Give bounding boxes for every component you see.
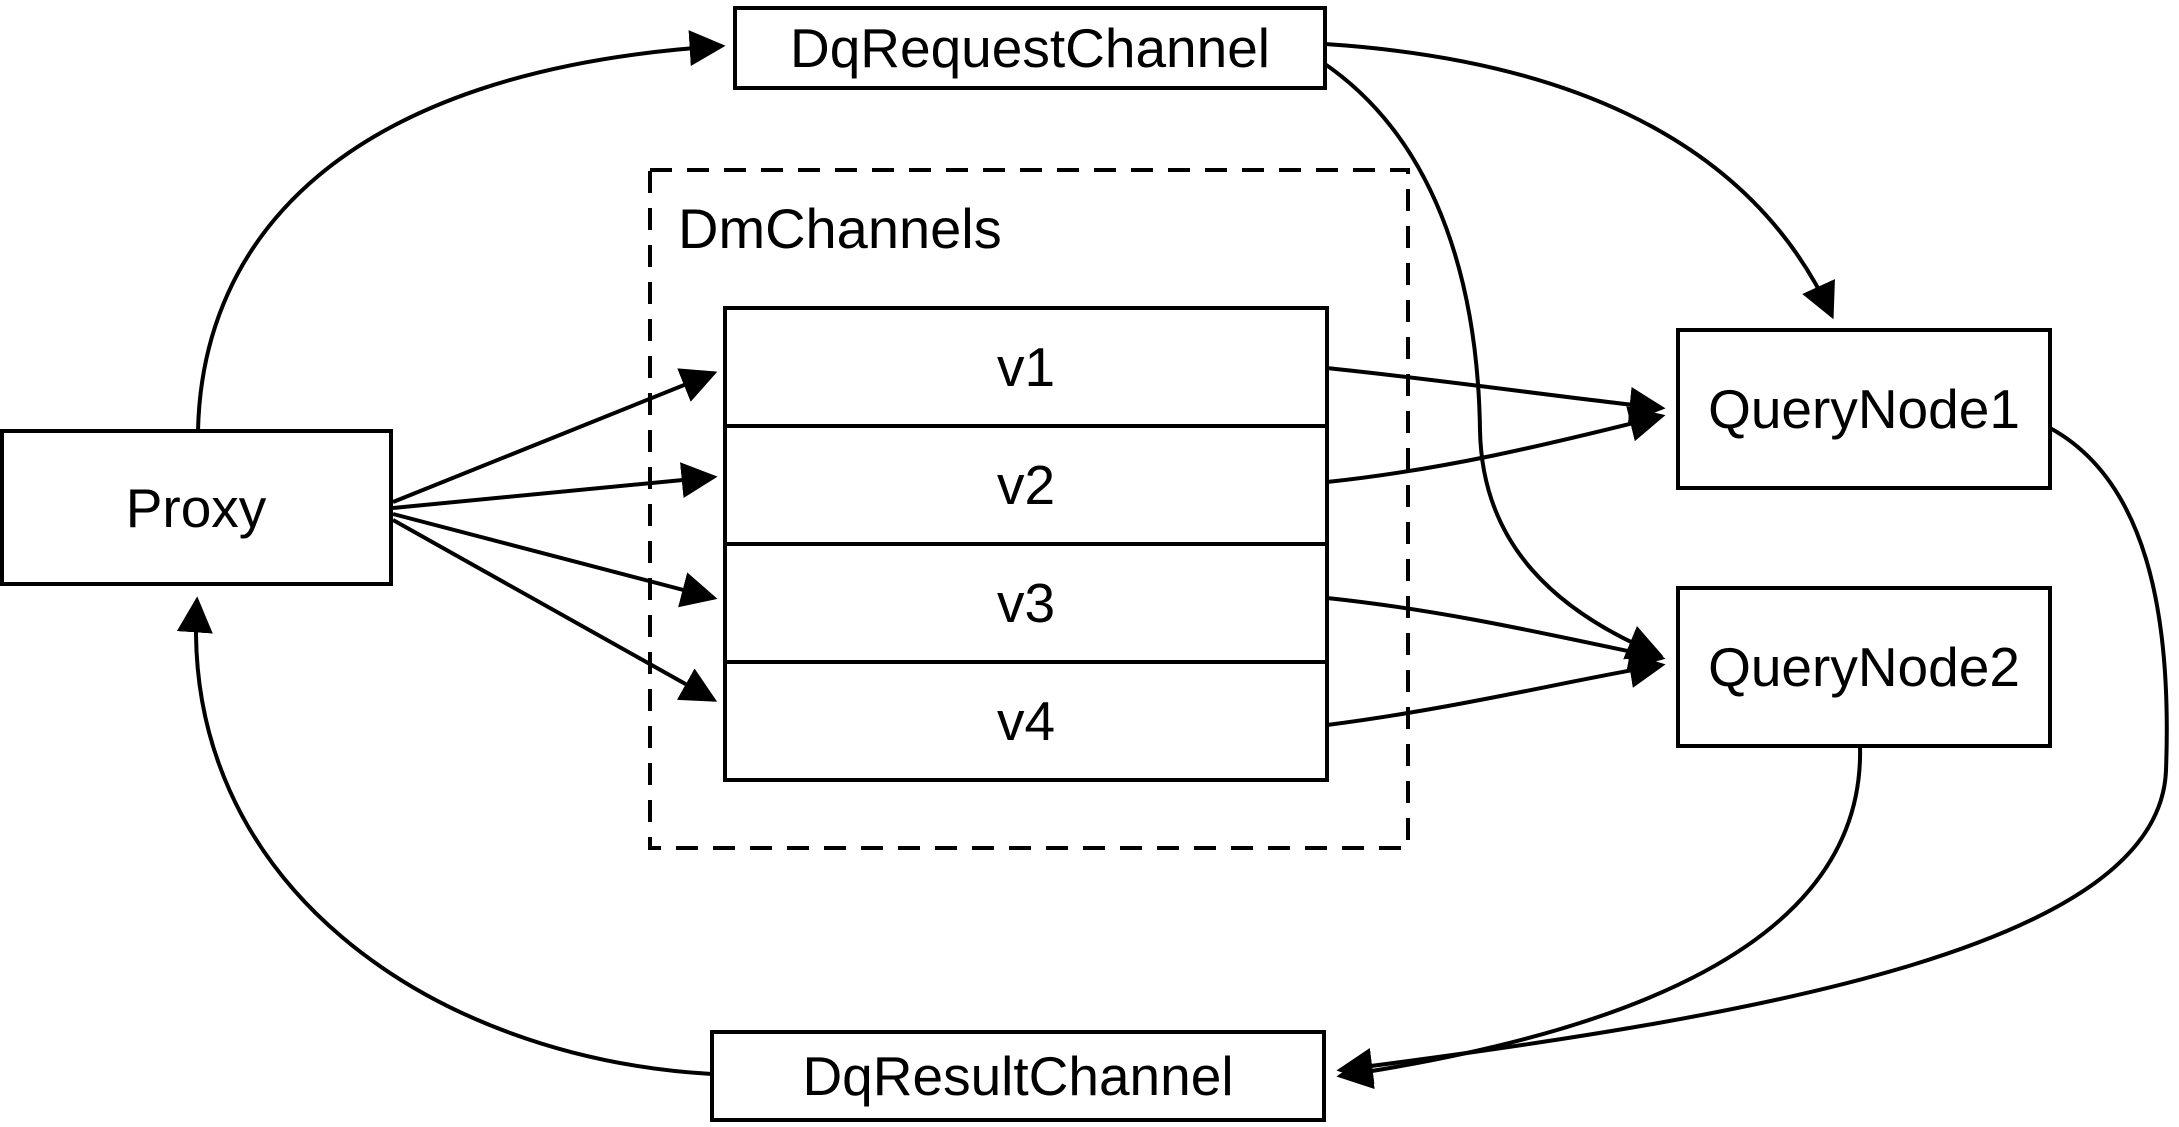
edge-proxy-to-v1: [392, 368, 718, 504]
edge-v4-to-querynode2: [1326, 652, 1666, 727]
dm-channels-group: DmChannels v1 v2 v3 v4: [648, 168, 1410, 850]
edge-proxy-to-v4: [392, 518, 718, 702]
dm-channels-border: [648, 168, 1410, 850]
dq-result-channel-label: DqResultChannel: [802, 1045, 1233, 1107]
proxy-box: [0, 429, 393, 586]
node-dq-request-channel: DqRequestChannel: [733, 6, 1327, 90]
edge-v3-to-querynode2: [1326, 596, 1666, 670]
edge-proxy-to-v2: [392, 462, 718, 510]
proxy-label: Proxy: [126, 477, 267, 539]
dq-request-channel-label: DqRequestChannel: [790, 17, 1270, 79]
edge-dqrequestchannel-to-querynode1: [1324, 42, 1835, 320]
node-dq-result-channel: DqResultChannel: [710, 1030, 1326, 1122]
query-node-1-box: [1676, 328, 2052, 490]
channel-stack: v1 v2 v3 v4: [723, 306, 1329, 782]
channel-row-v2: v2: [997, 454, 1055, 516]
node-query-node-1: QueryNode1: [1676, 328, 2052, 490]
channel-row-v3: v3: [997, 572, 1055, 634]
query-node-2-label: QueryNode2: [1708, 636, 2020, 698]
edge-proxy-to-dqrequestchannel: [196, 30, 726, 432]
dm-channels-label: DmChannels: [678, 197, 1002, 260]
edge-v1-to-querynode1: [1326, 366, 1666, 423]
node-proxy: Proxy: [0, 429, 393, 586]
dq-request-channel-box: [733, 6, 1327, 90]
edges: [176, 30, 2169, 1090]
query-node-2-box: [1676, 586, 2052, 748]
edge-dqresultchannel-to-proxy: [176, 596, 713, 1076]
dq-result-channel-box: [710, 1030, 1326, 1122]
edge-v2-to-querynode1: [1326, 406, 1666, 484]
channel-row-v1: v1: [997, 336, 1055, 398]
node-query-node-2: QueryNode2: [1676, 586, 2052, 748]
edge-querynode1-to-dqresultchannel: [1336, 426, 2169, 1084]
query-node-1-label: QueryNode1: [1708, 378, 2020, 440]
edge-querynode2-to-dqresultchannel: [1336, 745, 1863, 1090]
edge-proxy-to-v3: [392, 512, 718, 608]
edge-dqrequestchannel-to-querynode2: [1320, 60, 1664, 660]
channel-row-v4: v4: [997, 690, 1055, 752]
